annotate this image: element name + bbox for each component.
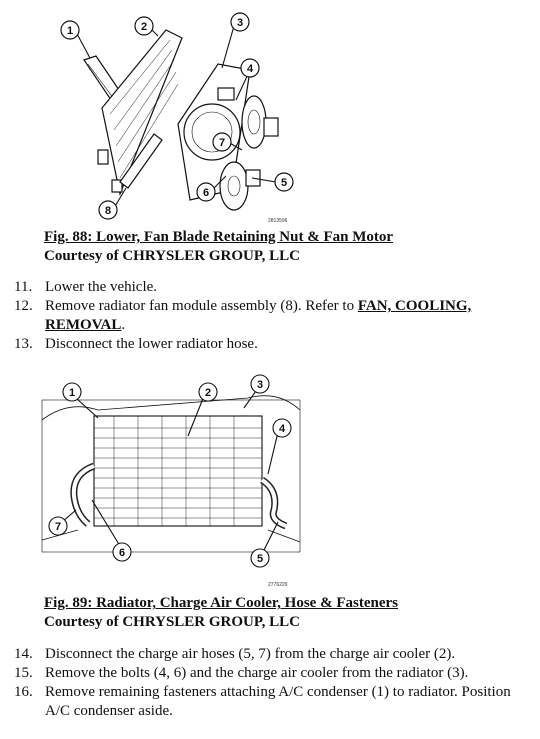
svg-text:1: 1 bbox=[69, 387, 75, 399]
callout-8: 8 bbox=[98, 200, 118, 220]
step-11: 11. Lower the vehicle. bbox=[14, 279, 158, 295]
fig89-title: Fig. 89: Radiator, Charge Air Cooler, Ho… bbox=[44, 595, 398, 611]
svg-text:2: 2 bbox=[205, 387, 211, 399]
step-16: 16. Remove remaining fasteners attaching… bbox=[14, 684, 511, 719]
fig88-image-id: 2813596 bbox=[268, 218, 288, 224]
steps-list-b: 14. Disconnect the charge air hoses (5, … bbox=[14, 645, 524, 721]
callout-5: 5 bbox=[250, 548, 270, 568]
callout-7: 7 bbox=[48, 516, 68, 536]
callout-4: 4 bbox=[240, 58, 260, 78]
callout-2: 2 bbox=[198, 382, 218, 402]
fig89-caption: Fig. 89: Radiator, Charge Air Cooler, Ho… bbox=[44, 594, 398, 632]
fig88-diagram: 1 2 3 4 5 6 7 8 2813596 bbox=[50, 4, 310, 226]
step-13: 13. Disconnect the lower radiator hose. bbox=[14, 336, 258, 352]
step-14: 14. Disconnect the charge air hoses (5, … bbox=[14, 646, 456, 662]
lower-strip bbox=[119, 133, 163, 189]
step-15: 15. Remove the bolts (4, 6) and the char… bbox=[14, 665, 469, 681]
fig89-image-id: 2776229 bbox=[268, 582, 288, 588]
callout-7: 7 bbox=[212, 132, 232, 152]
callout-6: 6 bbox=[196, 182, 216, 202]
callout-5: 5 bbox=[274, 172, 294, 192]
svg-text:6: 6 bbox=[119, 547, 125, 559]
steps-list-a: 11. Lower the vehicle. 12. Remove radiat… bbox=[14, 278, 524, 354]
fan-cooling-removal-link[interactable]: FAN, COOLING, REMOVAL bbox=[45, 298, 472, 333]
callout-1: 1 bbox=[60, 20, 80, 40]
svg-text:4: 4 bbox=[279, 423, 286, 435]
fig88-caption: Fig. 88: Lower, Fan Blade Retaining Nut … bbox=[44, 228, 393, 266]
svg-text:7: 7 bbox=[55, 521, 61, 533]
svg-text:3: 3 bbox=[257, 379, 263, 391]
svg-text:8: 8 bbox=[105, 205, 111, 217]
svg-text:7: 7 bbox=[219, 137, 225, 149]
callout-6: 6 bbox=[112, 542, 132, 562]
svg-text:5: 5 bbox=[257, 553, 263, 565]
svg-text:6: 6 bbox=[203, 187, 209, 199]
fig89-courtesy: Courtesy of CHRYSLER GROUP, LLC bbox=[44, 614, 301, 630]
svg-text:4: 4 bbox=[247, 63, 254, 75]
step-12: 12. Remove radiator fan module assembly … bbox=[14, 298, 472, 333]
radiator-core bbox=[101, 29, 183, 197]
svg-text:5: 5 bbox=[281, 177, 287, 189]
charge-air-cooler-core bbox=[93, 415, 263, 527]
hose-left bbox=[70, 462, 96, 527]
callout-3: 3 bbox=[250, 374, 270, 394]
fig89-diagram: 1 2 3 4 5 6 7 2776229 bbox=[38, 370, 306, 592]
svg-text:1: 1 bbox=[67, 25, 73, 37]
svg-text:3: 3 bbox=[237, 17, 243, 29]
fig88-title: Fig. 88: Lower, Fan Blade Retaining Nut … bbox=[44, 229, 394, 245]
callout-3: 3 bbox=[230, 12, 250, 32]
fig88-courtesy: Courtesy of CHRYSLER GROUP, LLC bbox=[44, 248, 301, 264]
callout-1: 1 bbox=[62, 382, 82, 402]
svg-text:2: 2 bbox=[141, 21, 147, 33]
callout-2: 2 bbox=[134, 16, 154, 36]
callout-4: 4 bbox=[272, 418, 292, 438]
